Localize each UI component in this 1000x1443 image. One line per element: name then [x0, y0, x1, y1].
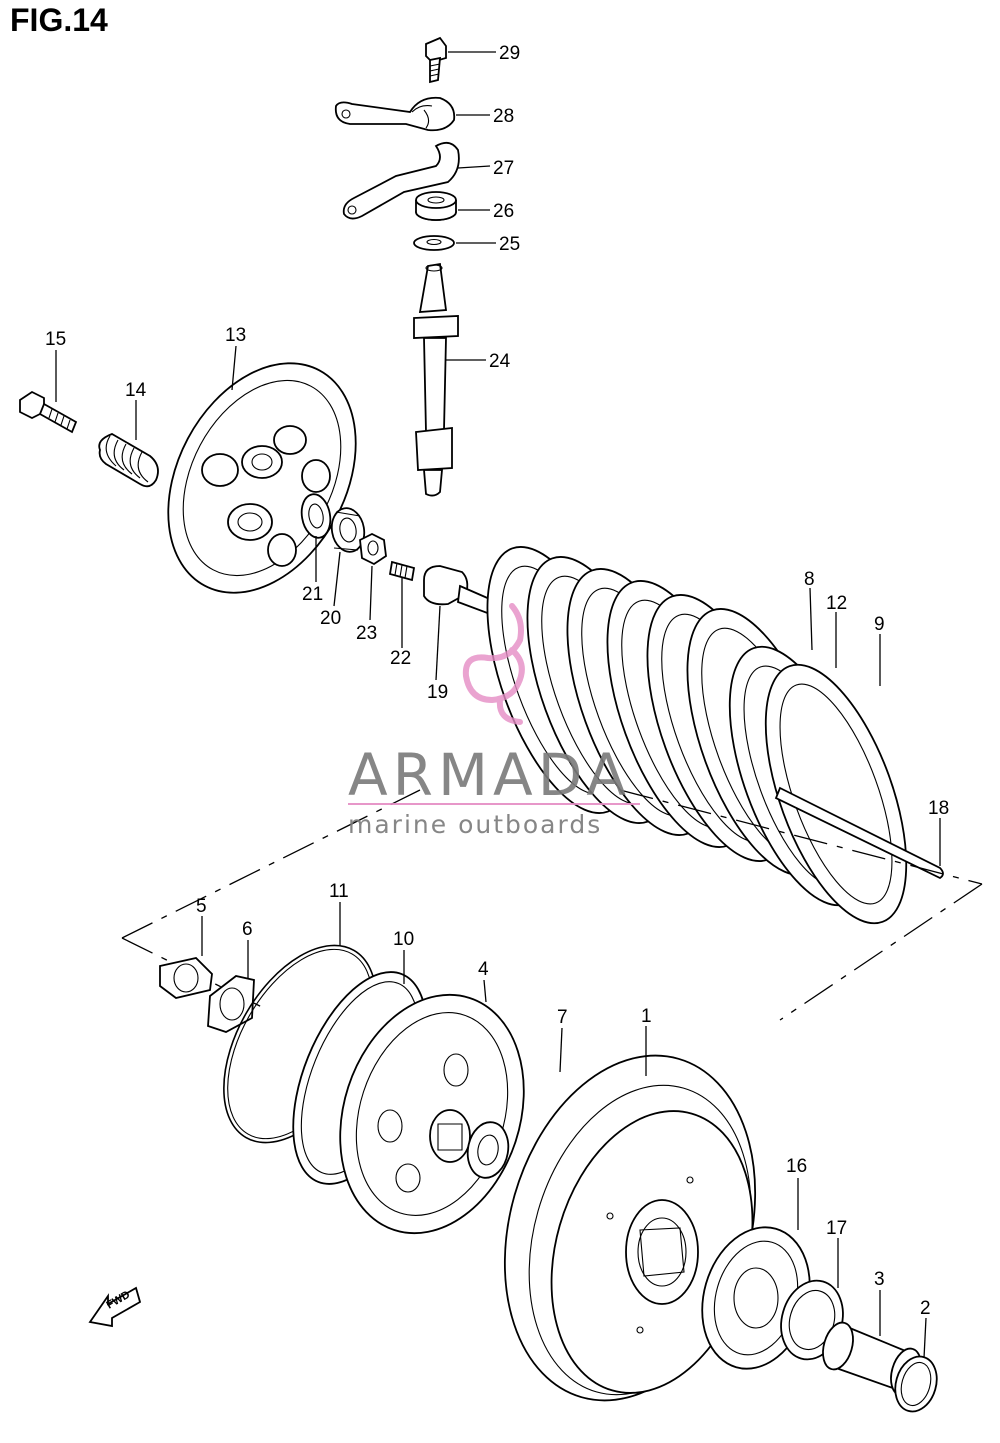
part-label-9: 9	[874, 614, 885, 635]
part-label-19: 19	[427, 682, 448, 703]
part-22-stud	[388, 560, 416, 582]
part-label-8: 8	[804, 569, 815, 590]
watermark-brand: ARMADA	[348, 741, 631, 809]
part-label-15: 15	[45, 329, 66, 350]
part-label-23: 23	[356, 623, 377, 644]
part-labels: 29 28 27 26 25 24 15 14 13 21 20 23 22 1…	[45, 43, 949, 1319]
part-label-26: 26	[493, 201, 514, 222]
part-label-7: 7	[557, 1007, 568, 1028]
part-label-27: 27	[493, 158, 514, 179]
part-28-release-lever	[334, 96, 456, 132]
part-26-oil-seal	[415, 191, 457, 221]
part-label-2: 2	[920, 1298, 931, 1319]
part-label-28: 28	[493, 106, 514, 127]
watermark: ARMADA marine outboards	[348, 603, 640, 839]
part-label-6: 6	[242, 919, 253, 940]
part-20-bearing	[330, 507, 366, 553]
part-label-18: 18	[928, 798, 949, 819]
part-27-lever-plate	[342, 141, 460, 220]
part-label-21: 21	[302, 584, 323, 605]
part-label-13: 13	[225, 325, 246, 346]
part-7-thrust-washer	[466, 1121, 510, 1179]
part-21-washer	[300, 493, 332, 539]
part-25-washer	[413, 235, 455, 251]
part-6-lock-washer	[207, 975, 255, 1033]
part-label-4: 4	[478, 959, 489, 980]
fwd-arrow: FWD	[88, 1286, 142, 1328]
part-13-pressure-plate	[167, 362, 357, 594]
part-label-10: 10	[393, 929, 414, 950]
part-14-spring	[98, 433, 159, 488]
part-label-16: 16	[786, 1156, 807, 1177]
part-label-17: 17	[826, 1218, 847, 1239]
part-label-12: 12	[826, 593, 847, 614]
clutch-plate-stack	[486, 546, 908, 925]
part-label-22: 22	[390, 648, 411, 669]
part-5-spacer	[159, 957, 213, 999]
figure-title: FIG.14	[10, 2, 108, 38]
part-label-11: 11	[329, 881, 349, 902]
part-label-1: 1	[641, 1006, 652, 1027]
part-label-14: 14	[125, 380, 147, 401]
part-label-24: 24	[489, 351, 511, 372]
part-23-nut	[359, 532, 387, 566]
part-29-bolt	[425, 36, 447, 84]
part-24-release-shaft	[413, 262, 459, 497]
watermark-logo-icon	[462, 603, 525, 725]
leader-lines	[55, 51, 941, 1359]
part-label-3: 3	[874, 1269, 885, 1290]
part-15-bolt	[19, 390, 78, 434]
part-label-25: 25	[499, 234, 520, 255]
part-19-push-piece	[423, 565, 495, 616]
part-label-5: 5	[196, 896, 207, 917]
watermark-tagline: marine outboards	[348, 810, 602, 839]
part-label-20: 20	[320, 608, 341, 629]
part-label-29: 29	[499, 43, 520, 64]
